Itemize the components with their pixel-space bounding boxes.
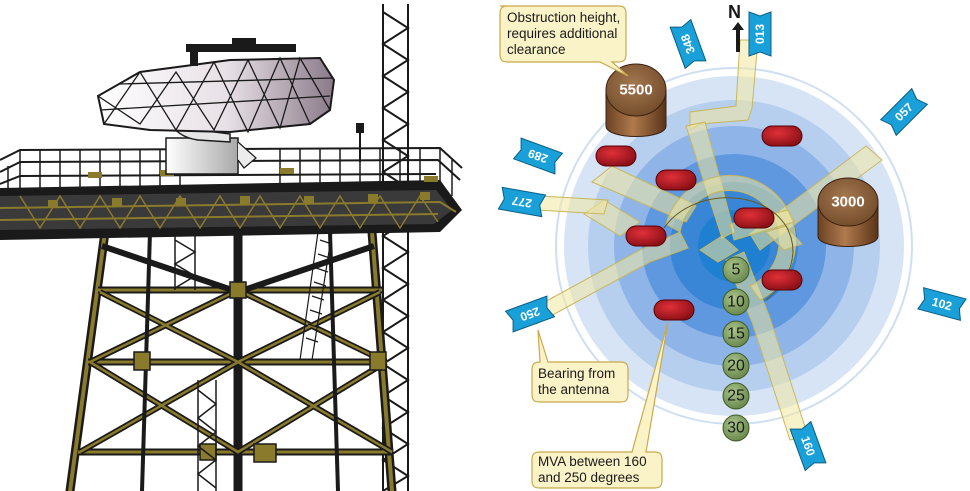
callout-obstruction: Obstruction height, requires additional … — [499, 5, 629, 77]
callout-bearing: Bearing from the antenna — [531, 329, 629, 403]
obstruction-3000: 3000 — [817, 177, 879, 247]
bearing-tag-102: 102 — [917, 287, 967, 321]
bearing-tag-057: 057 — [879, 87, 929, 137]
callout-mva-line-2: and 250 degrees — [538, 470, 640, 485]
svg-text:348: 348 — [678, 32, 698, 56]
target-blip — [761, 125, 803, 147]
svg-text:289: 289 — [526, 146, 550, 166]
radar-tower-illustration — [0, 4, 463, 491]
svg-text:250: 250 — [518, 304, 542, 324]
bearing-tag-348: 348 — [669, 18, 707, 70]
range-labels: 5 10 15 20 25 30 — [722, 256, 750, 442]
north-label: N — [728, 2, 741, 22]
target-blip — [733, 207, 775, 229]
svg-text:013: 013 — [753, 24, 767, 44]
bearing-tag-250: 250 — [504, 295, 556, 333]
obstruction-label-3000: 3000 — [831, 194, 864, 211]
svg-text:277: 277 — [511, 193, 533, 210]
range-label-10: 10 — [727, 294, 745, 311]
target-blip — [625, 225, 667, 247]
sector-overlays — [529, 39, 883, 441]
bearing-tags: 013 057 102 160 250 277 — [497, 11, 967, 472]
obstruction-5500: 5500 — [605, 63, 667, 137]
callout-mva-line-1: MVA between 160 — [538, 454, 647, 469]
radar-antenna — [96, 38, 336, 134]
bearing-tag-277: 277 — [497, 186, 547, 218]
radar-scope: 5 10 15 20 25 30 5500 3000 N — [497, 2, 967, 489]
callout-bearing-line-1: Bearing from — [538, 366, 615, 381]
target-blip — [595, 145, 637, 167]
range-label-15: 15 — [727, 326, 745, 343]
callout-mva: MVA between 160 and 250 degrees — [531, 321, 669, 489]
target-blip — [761, 269, 803, 291]
callout-obstruction-line-1: Obstruction height, — [507, 10, 620, 25]
tower-legs — [65, 226, 397, 491]
callout-obstruction-line-2: requires additional — [507, 26, 617, 41]
bearing-tag-013: 013 — [748, 11, 772, 57]
target-blip — [653, 299, 695, 321]
callout-bearing-line-2: the antenna — [538, 382, 610, 397]
callout-obstruction-line-3: clearance — [507, 42, 566, 57]
obstruction-label-5500: 5500 — [619, 82, 652, 99]
north-indicator: N — [728, 2, 744, 52]
target-blip — [655, 169, 697, 191]
svg-text:160: 160 — [798, 434, 818, 458]
svg-text:102: 102 — [931, 295, 954, 314]
platform-deck — [0, 180, 462, 240]
bearing-tag-160: 160 — [789, 420, 827, 472]
bearing-tag-289: 289 — [512, 137, 564, 175]
range-label-20: 20 — [727, 358, 745, 375]
range-label-5: 5 — [732, 262, 741, 279]
range-label-30: 30 — [727, 420, 745, 437]
range-label-25: 25 — [727, 388, 745, 405]
radar-targets — [595, 125, 803, 321]
